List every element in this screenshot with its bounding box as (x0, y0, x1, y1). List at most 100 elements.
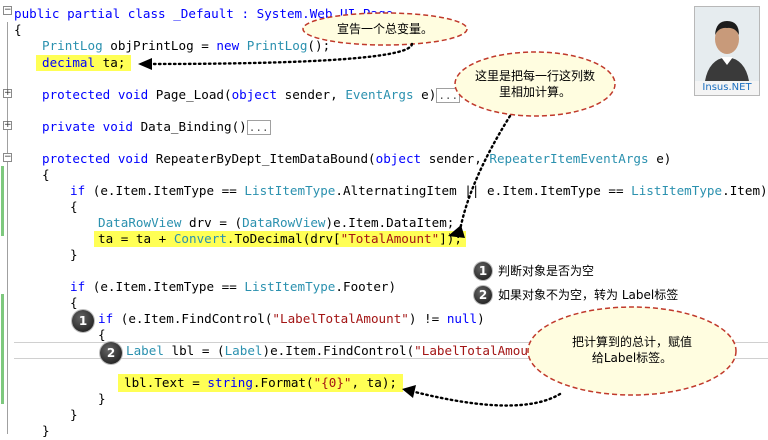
code-line: { (70, 199, 78, 215)
keyword-if: if (98, 311, 114, 326)
string-literal: "LabelTotalAmount" (414, 343, 551, 358)
code-line-printlog: PrintLog objPrintLog = new PrintLog(); (42, 38, 330, 54)
type-repeateritemeventargs: RepeaterItemEventArgs (489, 151, 649, 166)
code-line-if-footer: if (e.Item.ItemType == ListItemType.Foot… (70, 279, 396, 295)
bubble-assign-label-text-line1: 把计算到的总计，赋值 (571, 335, 692, 349)
code-text: sender, (421, 151, 490, 166)
bubble-assign-label (527, 306, 737, 396)
code-text: lbl.Text = (124, 375, 208, 390)
type-listitemtype: ListItemType (244, 183, 336, 198)
expand-toggle-icon[interactable]: + (3, 88, 12, 98)
code-text: e) (648, 151, 672, 166)
brace-open: { (98, 327, 106, 342)
outline-line (7, 22, 8, 434)
code-line-label-text-highlight: lbl.Text = string.Format("{0}", ta); (118, 374, 403, 392)
keyword: protected void (42, 151, 149, 166)
code-text: .Format( (252, 375, 314, 390)
string-literal: "{0}" (313, 375, 352, 390)
code-text: ) (477, 311, 485, 326)
code-line-if-findcontrol: if (e.Item.FindControl("LabelTotalAmount… (98, 311, 485, 327)
type-listitemtype: ListItemType (631, 183, 723, 198)
type-listitemtype: ListItemType (244, 279, 336, 294)
type-printlog: PrintLog (42, 38, 103, 53)
avatar-portrait-icon (695, 7, 759, 81)
code-line-class: public partial class _Default : System.W… (14, 6, 393, 22)
code-text: .AlternatingItem || e.Item.ItemType == (335, 183, 632, 198)
code-line: } (70, 407, 78, 423)
arrow-head (138, 58, 152, 70)
code-text: Page_Load( (148, 87, 232, 102)
keyword-null: null (446, 311, 478, 326)
code-text: ta = ta + (98, 231, 174, 246)
code-text: .ToDecimal(drv[ (226, 231, 341, 246)
code-line: { (42, 167, 50, 183)
brace-open: { (70, 295, 78, 310)
arrow-head (402, 385, 416, 398)
brace-close: } (70, 407, 78, 422)
keyword-string: string (207, 375, 253, 390)
code-line-repeater: protected void RepeaterByDept_ItemDataBo… (42, 151, 671, 167)
string-literal: "LabelTotalAmount" (272, 311, 409, 326)
brace-close: } (98, 391, 106, 406)
code-text: drv = ( (181, 215, 243, 230)
code-text: e) (413, 87, 437, 102)
change-bar (1, 166, 4, 236)
code-line-decimal-highlight: decimal ta; (36, 55, 132, 71)
expand-toggle-icon[interactable]: + (3, 120, 12, 130)
bubble-declare-total (302, 12, 468, 46)
avatar-name-label: Insus.NET (702, 82, 752, 93)
collapsed-region-marker[interactable]: ... (246, 120, 271, 135)
bubble-assign-label-text-line2: 给Label标签。 (591, 351, 673, 365)
arrow-to-label-text (413, 390, 562, 407)
code-line: { (70, 295, 78, 311)
keyword-new: new (216, 38, 240, 53)
bubble-sum-column-text-line2: 里相加计算。 (498, 85, 571, 99)
author-avatar: Insus.NET (694, 6, 760, 96)
keyword-if: if (70, 183, 86, 198)
code-line: } (70, 247, 78, 263)
collapsed-region-marker[interactable]: ... (436, 88, 461, 103)
keyword: private void (42, 119, 133, 134)
code-line: } (98, 391, 106, 407)
keyword-decimal: decimal (42, 55, 96, 70)
code-line-data-binding: private void Data_Binding()... (42, 119, 271, 135)
arrow-head (448, 225, 465, 238)
code-text: (e.Item.ItemType == (85, 279, 245, 294)
note-cast-label: 如果对象不为空，转为 Label标签 (498, 288, 679, 302)
collapse-toggle-icon[interactable]: − (3, 152, 12, 162)
current-line-bottom (14, 358, 768, 360)
brace-close: } (70, 247, 78, 262)
code-text: (); (307, 38, 331, 53)
code-text: sender, (277, 87, 346, 102)
type-convert: Convert (173, 231, 227, 246)
code-line: } (42, 423, 50, 439)
code-text: .Footer) (335, 279, 397, 294)
keyword-object: object (375, 151, 422, 166)
code-text: Data_Binding() (133, 119, 247, 134)
code-text: ta; (95, 55, 126, 70)
code-line-page-load: protected void Page_Load(object sender, … (42, 87, 461, 103)
keyword-if: if (70, 279, 86, 294)
type-eventargs: EventArgs (345, 87, 414, 102)
code-text: objPrintLog = (102, 38, 217, 53)
keyword: protected void (42, 87, 149, 102)
code-text: RepeaterByDept_ItemDataBound( (148, 151, 376, 166)
arrow-to-sum-line (458, 114, 512, 232)
type-datarowview: DataRowView (242, 215, 326, 230)
code-line-if-itemtype: if (e.Item.ItemType == ListItemType.Alte… (70, 183, 768, 199)
current-line-top (14, 342, 768, 344)
step-1-badge: 1 (474, 262, 492, 280)
step-1-marker: 1 (72, 310, 94, 332)
code-text: ) != (408, 311, 447, 326)
step-2-badge: 2 (474, 286, 492, 304)
collapse-toggle-icon[interactable]: − (3, 5, 12, 15)
type-datarowview: DataRowView (98, 215, 182, 230)
brace-open: { (14, 22, 22, 37)
code-text: (e.Item.FindControl( (113, 311, 273, 326)
brace-open: { (42, 167, 50, 182)
string-literal: "TotalAmount" (340, 231, 440, 246)
bubble-sum-column-text-line1: 这里是把每一行这列数 (474, 69, 595, 83)
bubble-sum-column (454, 51, 616, 117)
keyword-object: object (231, 87, 278, 102)
